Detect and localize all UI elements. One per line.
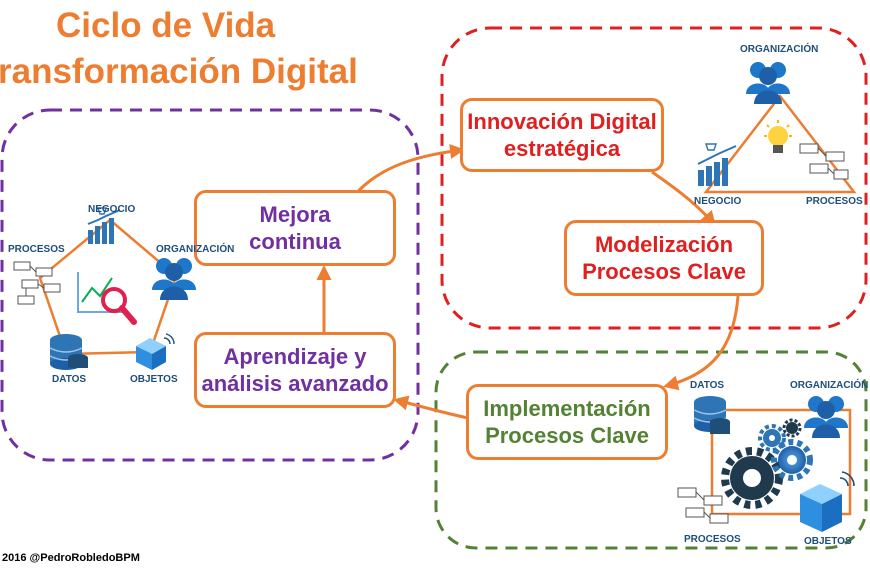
title-line-1: Ciclo de Vida — [56, 6, 276, 45]
modeling-line-1: Modelización — [594, 231, 734, 257]
database-icon — [49, 334, 88, 370]
organization-people-icon — [746, 62, 790, 104]
learning-line-1: Aprendizaje y — [223, 343, 367, 369]
innovation-line-2: estratégica — [503, 136, 621, 161]
red-zone — [440, 26, 868, 330]
title-line-2: ransformación Digital — [0, 52, 358, 91]
purple-datos-label: DATOS — [52, 374, 87, 385]
green-zone — [434, 350, 868, 550]
arrow-innovation-to-modeling — [651, 170, 716, 227]
innovation-box: Innovación Digital estratégica — [460, 98, 664, 172]
improvement-line-2: continua — [249, 229, 341, 254]
green-datos-label: DATOS — [690, 380, 725, 391]
innovation-line-1: Innovación Digital — [467, 108, 657, 134]
process-diagram-icon — [677, 487, 729, 524]
purple-negocio-label: NEGOCIO — [88, 204, 136, 215]
improvement-box: Mejora continua — [194, 190, 396, 266]
modeling-box: Modelización Procesos Clave — [564, 220, 764, 296]
gears-frame — [710, 408, 852, 516]
purple-objetos-label: OBJETOS — [130, 374, 178, 385]
improvement-line-1: Mejora — [259, 201, 331, 227]
arrow-implementation-to-learning — [393, 395, 469, 420]
red-procesos-label: PROCESOS — [806, 196, 863, 207]
red-negocio-label: NEGOCIO — [694, 196, 742, 207]
database-icon — [693, 396, 730, 434]
green-procesos-label: PROCESOS — [684, 534, 741, 545]
learning-line-2: análisis avanzado — [201, 371, 389, 396]
business-chart-icon — [697, 143, 737, 186]
purple-procesos-label: PROCESOS — [8, 244, 65, 255]
idea-lightbulb-icon — [764, 120, 792, 153]
purple-organizacion-label: ORGANIZACIÓN — [156, 244, 235, 255]
implementation-box: Implementación Procesos Clave — [466, 384, 668, 460]
implementation-line-1: Implementación — [483, 395, 651, 421]
organization-people-icon — [804, 396, 848, 438]
gears-icon — [721, 418, 813, 509]
learning-box: Aprendizaje y análisis avanzado — [194, 332, 396, 408]
iot-cube-icon — [136, 333, 175, 370]
organization-people-icon — [152, 258, 196, 300]
arrow-modeling-to-implementation — [663, 295, 740, 391]
business-chart-icon — [87, 207, 121, 244]
red-organizacion-label: ORGANIZACIÓN — [740, 44, 819, 55]
footer-credit: 2016 @PedroRobledoBPM — [2, 552, 140, 564]
process-diagram-icon — [13, 261, 61, 305]
green-organizacion-label: ORGANIZACIÓN — [790, 380, 869, 391]
modeling-line-2: Procesos Clave — [582, 259, 746, 284]
process-diagram-icon — [799, 143, 849, 180]
green-objetos-label: OBJETOS — [804, 536, 852, 547]
purple-zone — [0, 108, 420, 462]
iot-cube-icon — [800, 471, 855, 532]
analytics-magnifier-icon — [77, 272, 137, 325]
implementation-line-2: Procesos Clave — [485, 423, 649, 448]
